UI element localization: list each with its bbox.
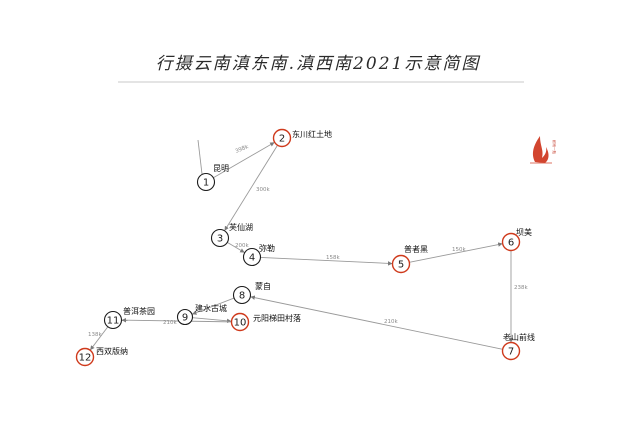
stop-label-11: 普洱茶园 xyxy=(123,306,155,316)
stop-number-8: 8 xyxy=(239,291,245,302)
stop-circle-12 xyxy=(75,347,95,367)
route-leg-1-2 xyxy=(213,142,275,179)
distance-label-11-12: 138k xyxy=(88,332,102,338)
distance-label-6-7: 238k xyxy=(514,285,528,291)
stop-1: 1 昆明 xyxy=(196,164,229,192)
stop-label-8: 蒙自 xyxy=(255,281,271,291)
distance-label-7-8: 210k xyxy=(384,319,398,325)
stop-3: 3 芙仙湖 xyxy=(210,222,253,248)
map-title: 行摄云南滇东南.滇西南2021示意简图 xyxy=(156,54,481,74)
distance-label-3-4: 200k xyxy=(235,243,249,249)
red-flame-logo: 耐雨一瓶 xyxy=(530,136,557,164)
route-leg-8-9 xyxy=(192,297,235,315)
stop-circle-9 xyxy=(176,308,194,326)
stop-label-10: 元阳梯田村落 xyxy=(253,313,301,323)
route-leg-4-5 xyxy=(260,256,393,266)
stop-12: 12 西双版纳 xyxy=(75,346,128,367)
stop-number-12: 12 xyxy=(79,353,92,364)
route-leg-5-6 xyxy=(409,242,503,263)
stop-6: 6坝美 xyxy=(501,227,532,252)
logo-text: 耐雨一瓶 xyxy=(552,140,557,154)
stop-circle-3 xyxy=(210,228,230,248)
stop-number-7: 7 xyxy=(508,347,514,358)
route-leg-10-11 xyxy=(121,317,232,323)
stop-circle-10 xyxy=(230,312,250,332)
stop-circle-1 xyxy=(196,172,216,192)
stop-number-4: 4 xyxy=(249,253,255,264)
route-leg-7-8 xyxy=(250,295,503,350)
stop-label-1: 昆明 xyxy=(213,164,229,173)
stop-4: 4 弥勒 xyxy=(242,243,275,267)
stop-label-4: 弥勒 xyxy=(259,243,275,253)
stop-2: 2 东川红土地 xyxy=(272,128,332,148)
route-leg-3-4 xyxy=(227,241,245,253)
distance-label-5-6: 150k xyxy=(452,247,466,253)
route-leg-11-12 xyxy=(90,326,109,351)
stop-8: 8 蒙自 xyxy=(232,281,271,305)
stop-circle-5 xyxy=(391,254,411,274)
stop-label-9: 建水古城 xyxy=(195,303,227,313)
stop-number-1: 1 xyxy=(203,178,209,189)
stop-label-12: 西双版纳 xyxy=(96,346,128,356)
route-start-stroke xyxy=(197,139,203,175)
stop-circle-8 xyxy=(232,285,252,305)
stop-label-3: 芙仙湖 xyxy=(229,222,253,232)
stop-number-2: 2 xyxy=(279,134,285,145)
route-lines xyxy=(90,139,514,351)
stop-number-10: 10 xyxy=(234,318,247,329)
stop-number-9: 9 xyxy=(182,313,188,324)
stop-circle-11 xyxy=(103,310,123,330)
route-leg-9-10 xyxy=(192,317,232,324)
stop-circle-7 xyxy=(501,341,521,361)
distance-label-4-5: 158k xyxy=(326,255,340,261)
stop-9: 9 建水古城 xyxy=(176,303,227,326)
stop-number-3: 3 xyxy=(217,234,223,245)
stop-circle-2 xyxy=(272,128,292,148)
stop-label-7: 老山前线 xyxy=(503,332,535,342)
stop-10: 10 元阳梯田村落 xyxy=(230,312,301,332)
stop-circle-4 xyxy=(242,247,262,267)
stop-label-5: 普者黑 xyxy=(404,244,428,254)
stop-number-5: 5 xyxy=(398,260,404,271)
stop-number-11: 11 xyxy=(107,316,120,327)
stop-number-6: 6 xyxy=(508,238,514,249)
distance-label-10-11: 210k xyxy=(163,320,177,326)
distance-label-2-3: 300k xyxy=(256,187,270,193)
route-leg-2-3 xyxy=(224,144,278,231)
stop-label-2: 东川红土地 xyxy=(292,129,332,139)
stop-label-6: 坝美 xyxy=(516,227,532,237)
stop-7: 7 老山前线 xyxy=(501,332,535,361)
distance-label-1-2: 398k xyxy=(235,144,251,155)
stop-circle-6 xyxy=(501,232,521,252)
